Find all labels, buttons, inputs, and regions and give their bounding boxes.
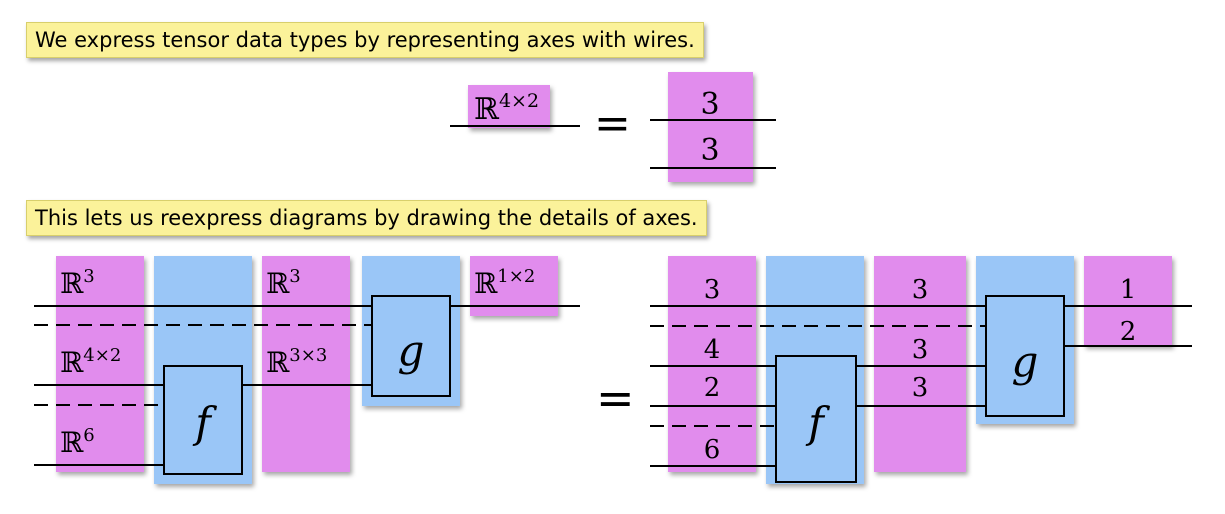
equals-sign-top: =: [594, 98, 631, 149]
axis-rhs-4: 4: [704, 335, 721, 365]
type-block-rhs-top: [668, 72, 753, 182]
axis-rhs-6: 6: [704, 435, 721, 465]
type-block-rhs-col5: [1084, 256, 1172, 346]
note-bottom: This lets us reexpress diagrams by drawi…: [26, 200, 707, 236]
process-box-g-lhs: [371, 295, 451, 397]
type-block-rhs-col3: [874, 256, 966, 472]
type-R3-a: ℝ3: [60, 266, 95, 300]
process-box-f-lhs: [163, 365, 243, 475]
axis-rhs-2: 2: [704, 373, 721, 403]
axis-label-top-2: 3: [700, 133, 719, 168]
process-box-g-rhs: [985, 295, 1065, 417]
axis-rhs-3a: 3: [704, 275, 721, 305]
axis-rhs-1: 1: [1120, 275, 1137, 305]
type-exp: 4×2: [499, 90, 539, 112]
axis-rhs-3d: 3: [912, 373, 929, 403]
process-label-g-rhs: g: [1012, 337, 1039, 386]
type-R6: ℝ6: [60, 425, 95, 459]
type-block-col1: [56, 256, 144, 472]
type-R1x2: ℝ1×2: [474, 266, 535, 300]
axis-rhs-2b: 2: [1120, 317, 1137, 347]
type-block-lhs-top: [468, 85, 550, 128]
axis-label-top-1: 3: [700, 87, 719, 122]
type-base: ℝ: [474, 92, 500, 127]
axis-rhs-3c: 3: [912, 335, 929, 365]
process-label-g-lhs: g: [398, 326, 425, 375]
process-box-f-rhs: [775, 355, 857, 483]
type-block-rhs-col1: [668, 256, 756, 472]
type-lhs-top: ℝ4×2: [474, 90, 539, 127]
type-R3x3: ℝ3×3: [266, 345, 327, 379]
note-top: We express tensor data types by represen…: [26, 22, 704, 58]
type-R3-b: ℝ3: [266, 266, 301, 300]
axis-rhs-3b: 3: [912, 275, 929, 305]
equals-sign-bottom: =: [596, 371, 635, 425]
type-R4x2: ℝ4×2: [60, 345, 121, 379]
type-block-col3: [262, 256, 350, 472]
